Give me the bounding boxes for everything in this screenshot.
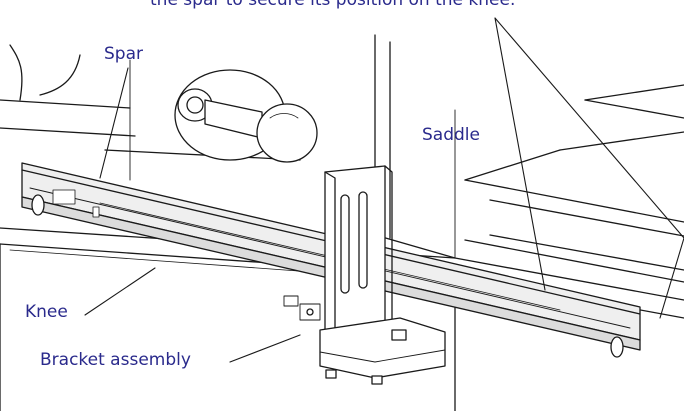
knee-leader-line xyxy=(84,267,156,316)
caption-fragment: the spar to secure its position on the k… xyxy=(150,0,516,10)
bracket-assembly xyxy=(283,165,446,385)
handwheel xyxy=(174,69,318,163)
top-leader-line-3 xyxy=(659,237,684,319)
leader-lines xyxy=(84,17,684,363)
saddle-label: Saddle xyxy=(422,125,480,145)
spar-label: Spar xyxy=(104,44,143,64)
table-plates xyxy=(464,84,684,283)
bracket-assembly-label: Bracket assembly xyxy=(40,350,191,370)
top-leader-line-1 xyxy=(494,17,546,291)
bracket-leader-line xyxy=(229,334,301,363)
saddle-body xyxy=(374,34,456,259)
column-casting xyxy=(0,44,301,181)
top-leader-line-2 xyxy=(494,17,684,239)
spar-leader-line xyxy=(99,67,129,179)
knee-label: Knee xyxy=(25,302,68,322)
